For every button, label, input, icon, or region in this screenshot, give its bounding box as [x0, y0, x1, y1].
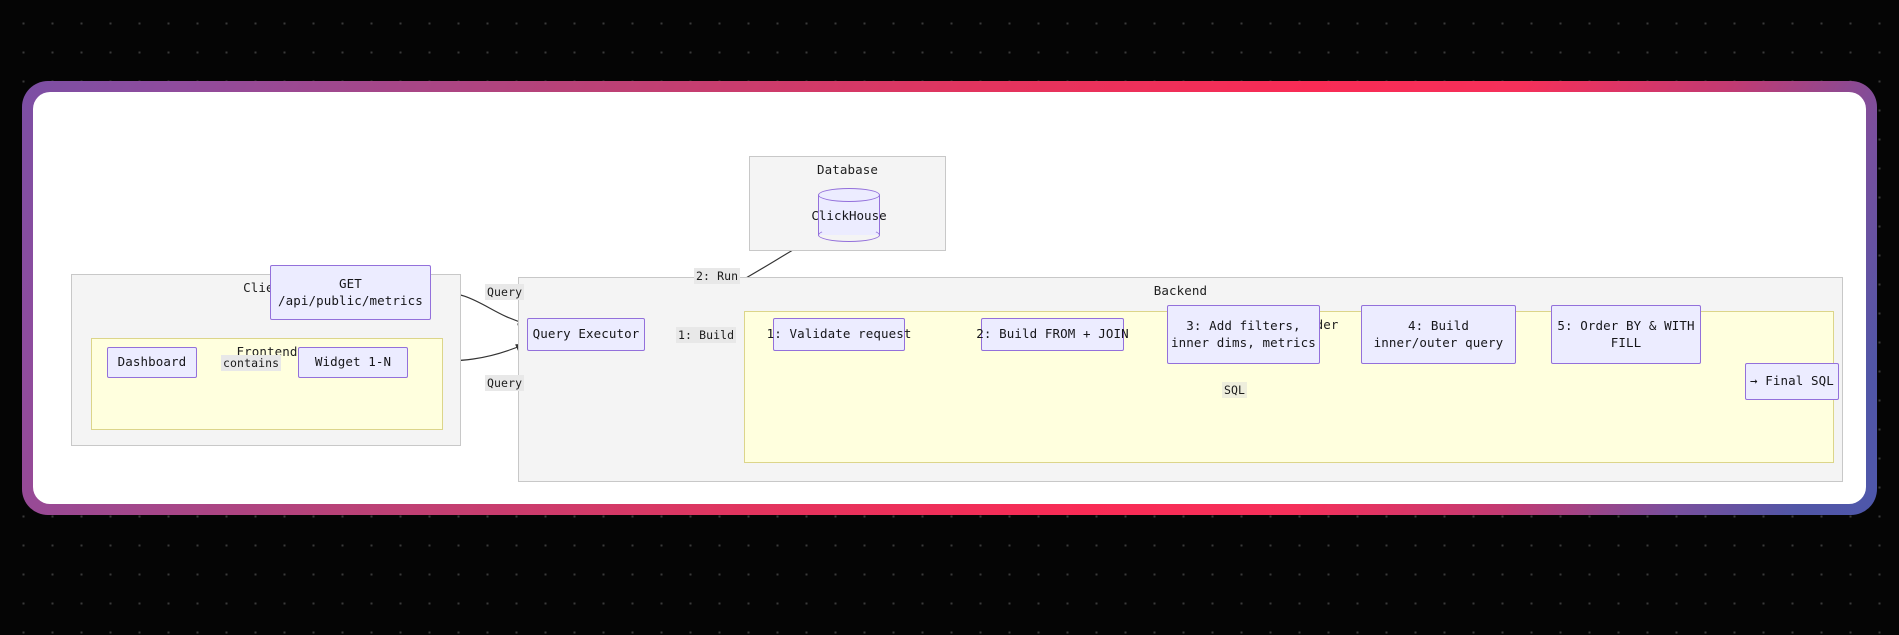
node-api-endpoint-path: /api/public/metrics [278, 292, 423, 308]
node-final-sql[interactable]: → Final SQL [1745, 363, 1839, 400]
node-step-2-build-from-join[interactable]: 2: Build FROM + JOIN [976, 318, 1129, 351]
cluster-database-title: Database [816, 162, 878, 177]
node-widget-label: Widget 1-N [314, 354, 392, 370]
node-clickhouse-label: ClickHouse [811, 207, 887, 223]
node-step-1-label: 1: Validate request [766, 326, 912, 342]
node-step-4-build-inner-outer-query[interactable]: 4: Build inner/outer query [1361, 305, 1516, 364]
edge-label-sql-text: SQL [1224, 383, 1246, 397]
edge-label-2-run: 2: Run [694, 268, 741, 284]
node-clickhouse[interactable]: ClickHouse [811, 188, 887, 242]
node-step-3-line1: 3: Add filters, [1186, 317, 1301, 333]
node-step-2-label: 2: Build FROM + JOIN [976, 326, 1129, 342]
edge-label-query-widget-text: Query [487, 376, 523, 390]
cylinder-top [818, 188, 880, 202]
edge-label-contains-text: contains [223, 356, 280, 370]
edge-label-contains: contains [221, 355, 282, 371]
node-final-sql-label: → Final SQL [1750, 373, 1834, 389]
edge-label-1-build-text: 1: Build [678, 328, 735, 342]
node-step-4-line1: 4: Build [1407, 317, 1469, 333]
node-step-3-line2: inner dims, metrics [1171, 334, 1316, 350]
node-step-4-line2: inner/outer query [1373, 334, 1504, 350]
edge-label-query-endpoint: Query [485, 284, 525, 300]
node-dashboard-label: Dashboard [117, 354, 187, 370]
node-query-executor[interactable]: Query Executor [527, 318, 645, 351]
node-api-endpoint-method: GET [339, 275, 362, 291]
diagram-card: Database ClickHouse Client GET /api/publ… [33, 92, 1866, 504]
edge-label-query-endpoint-text: Query [487, 285, 523, 299]
node-step-5-line2: FILL [1610, 334, 1642, 350]
edge-label-query-widget: Query [485, 375, 525, 391]
diagram-canvas: Database ClickHouse Client GET /api/publ… [33, 92, 1866, 504]
edge-label-2-run-text: 2: Run [696, 269, 739, 283]
cluster-backend-title: Backend [1153, 283, 1208, 298]
node-step-1-validate-request[interactable]: 1: Validate request [767, 318, 911, 351]
node-widget[interactable]: Widget 1-N [298, 347, 408, 378]
node-query-executor-label: Query Executor [532, 326, 640, 342]
node-step-5-order-by-with-fill[interactable]: 5: Order BY & WITH FILL [1551, 305, 1701, 364]
node-api-endpoint[interactable]: GET /api/public/metrics [270, 265, 431, 320]
cylinder-bottom [818, 228, 880, 242]
node-step-5-line1: 5: Order BY & WITH [1557, 317, 1695, 333]
gradient-frame: Database ClickHouse Client GET /api/publ… [22, 81, 1877, 515]
node-dashboard[interactable]: Dashboard [107, 347, 197, 378]
edge-label-1-build: 1: Build [676, 327, 737, 343]
node-step-3-add-filters[interactable]: 3: Add filters, inner dims, metrics [1167, 305, 1320, 364]
edge-label-sql: SQL [1222, 382, 1248, 398]
